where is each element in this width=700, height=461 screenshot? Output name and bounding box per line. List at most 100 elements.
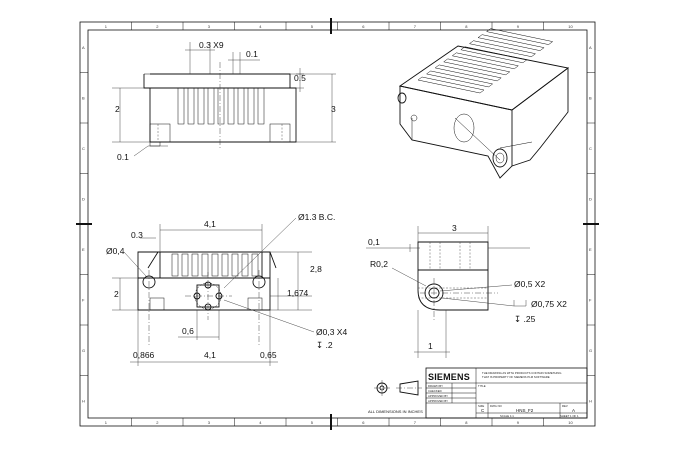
- notice-line-2: THAT IS PROPERTY OF SIEMENS PLM SOFTWARE: [482, 375, 550, 379]
- front-fins: [177, 87, 265, 125]
- front-view: 0.3 X9 0.1 0.5 2 3 0.1: [112, 40, 336, 162]
- front-fin: [217, 87, 225, 125]
- note-all-dimensions: ALL DIMENSIONS IN INCHES: [368, 409, 423, 414]
- dim-bolt-circle: Ø1.3 B.C.: [298, 212, 335, 222]
- zone-col-top: 1: [105, 24, 108, 29]
- isometric-fin: [425, 70, 494, 88]
- zone-col-top: 9: [517, 24, 520, 29]
- dim-small-holes: Ø0,3 X4: [316, 327, 347, 337]
- zone-row-right: B: [589, 95, 592, 100]
- top-fin: [211, 253, 219, 277]
- approved2-label: APPROVED BY: [428, 399, 448, 403]
- front-fin: [237, 87, 245, 125]
- dim-margin: 0.3: [131, 230, 143, 240]
- zone-col-bottom: 7: [414, 420, 417, 425]
- projection-symbol: [374, 380, 422, 396]
- zone-col-top: 3: [208, 24, 211, 29]
- side-view: 3 0,1 R0,2 Ø0,5 X2 Ø0,75 X2 ↧ .25 1: [366, 223, 567, 358]
- zone-row-left: E: [82, 247, 85, 252]
- zone-col-bottom: 2: [156, 420, 159, 425]
- size-value: C: [481, 408, 485, 413]
- zone-col-top: 2: [156, 24, 159, 29]
- front-fin: [207, 87, 215, 125]
- notice-line-1: THE DRAWING AS WITH PRODUCTS CONTAIN SOM…: [482, 371, 561, 375]
- zone-row-left: H: [82, 398, 85, 403]
- outer-frame: [79, 21, 596, 427]
- dim-cb-depth: ↧ .25: [514, 314, 536, 324]
- zone-col-top: 5: [311, 24, 314, 29]
- dim-hole-dia: Ø0,4: [106, 246, 125, 256]
- front-fin: [227, 87, 235, 125]
- dim-center-y: 1,674: [287, 288, 309, 298]
- dim-left-offset: 0,866: [133, 350, 155, 360]
- side-body-outline: [417, 241, 489, 311]
- zone-col-bottom: 4: [259, 420, 262, 425]
- zone-col-bottom: 5: [311, 420, 314, 425]
- dim-side-bottom: 1: [428, 341, 433, 351]
- isometric-fins: [417, 28, 554, 94]
- front-fin: [177, 87, 185, 125]
- dim-small-depth: ↧ .2: [316, 340, 333, 350]
- zone-row-left: D: [82, 196, 85, 201]
- zone-col-bottom: 9: [517, 420, 520, 425]
- top-fin: [201, 253, 209, 277]
- isometric-fin: [468, 40, 537, 57]
- isometric-fin: [486, 28, 554, 45]
- zone-row-right: A: [589, 45, 592, 50]
- dim-height-right: 3: [331, 104, 336, 114]
- zone-col-top: 8: [465, 24, 468, 29]
- drawing-number: HNS_F2: [516, 408, 534, 413]
- isometric-fin: [417, 76, 485, 94]
- zone-col-top: 10: [568, 24, 573, 29]
- zone-col-bottom: 6: [362, 420, 365, 425]
- zone-row-right: C: [589, 146, 592, 151]
- isometric-fin: [460, 46, 528, 64]
- zone-row-right: H: [589, 398, 592, 403]
- zone-col-top: 7: [414, 24, 417, 29]
- dim-depth-right: 2,8: [310, 264, 322, 274]
- top-view: 4,1 0.3 Ø0,4 Ø1.3 B.C. 2,8 2 1,674 0,6 Ø…: [106, 212, 347, 366]
- top-fin: [241, 253, 249, 277]
- dim-radius: R0,2: [370, 259, 388, 269]
- dim-width-bottom: 4,1: [204, 350, 216, 360]
- dim-height-left: 2: [115, 104, 120, 114]
- dwg-no-label: DWG NO: [490, 404, 503, 408]
- dim-height-left-top: 2: [114, 289, 119, 299]
- zone-col-top: 4: [259, 24, 262, 29]
- title-block: SIEMENS THE DRAWING AS WITH PRODUCTS CON…: [425, 367, 588, 419]
- top-fins: [171, 253, 259, 277]
- top-fin: [251, 253, 259, 277]
- top-fin: [191, 253, 199, 277]
- zone-row-right: F: [589, 297, 592, 302]
- front-fin: [257, 87, 265, 125]
- dim-slot-width: 0.3 X9: [199, 40, 224, 50]
- dim-counterbore: Ø0,75 X2: [531, 299, 567, 309]
- zone-row-left: A: [82, 45, 85, 50]
- isometric-view: [397, 28, 570, 179]
- checked-label: CHECKED: [428, 389, 442, 393]
- zone-col-bottom: 10: [568, 420, 573, 425]
- zone-row-left: G: [82, 348, 85, 353]
- top-body-outline: [137, 251, 271, 311]
- zone-row-right: E: [589, 247, 592, 252]
- zone-col-top: 6: [362, 24, 365, 29]
- zone-row-left: F: [82, 297, 85, 302]
- dim-right-offset: 0,65: [260, 350, 277, 360]
- isometric-fin: [434, 64, 502, 82]
- top-fin: [181, 253, 189, 277]
- sheet-label: SHEET 1 OF 1: [560, 414, 579, 418]
- isometric-fin: [477, 34, 545, 51]
- dim-spacing: 0,6: [182, 326, 194, 336]
- size-label: SIZE: [478, 404, 484, 408]
- zone-row-left: C: [82, 146, 85, 151]
- zone-col-bottom: 8: [465, 420, 468, 425]
- top-fin: [231, 253, 239, 277]
- dim-side-top: 0,1: [368, 237, 380, 247]
- front-fin: [197, 87, 205, 125]
- front-fin: [187, 87, 195, 125]
- zone-col-bottom: 3: [208, 420, 211, 425]
- scale-label: SCALE 1:1: [500, 414, 514, 418]
- zone-col-bottom: 1: [105, 420, 108, 425]
